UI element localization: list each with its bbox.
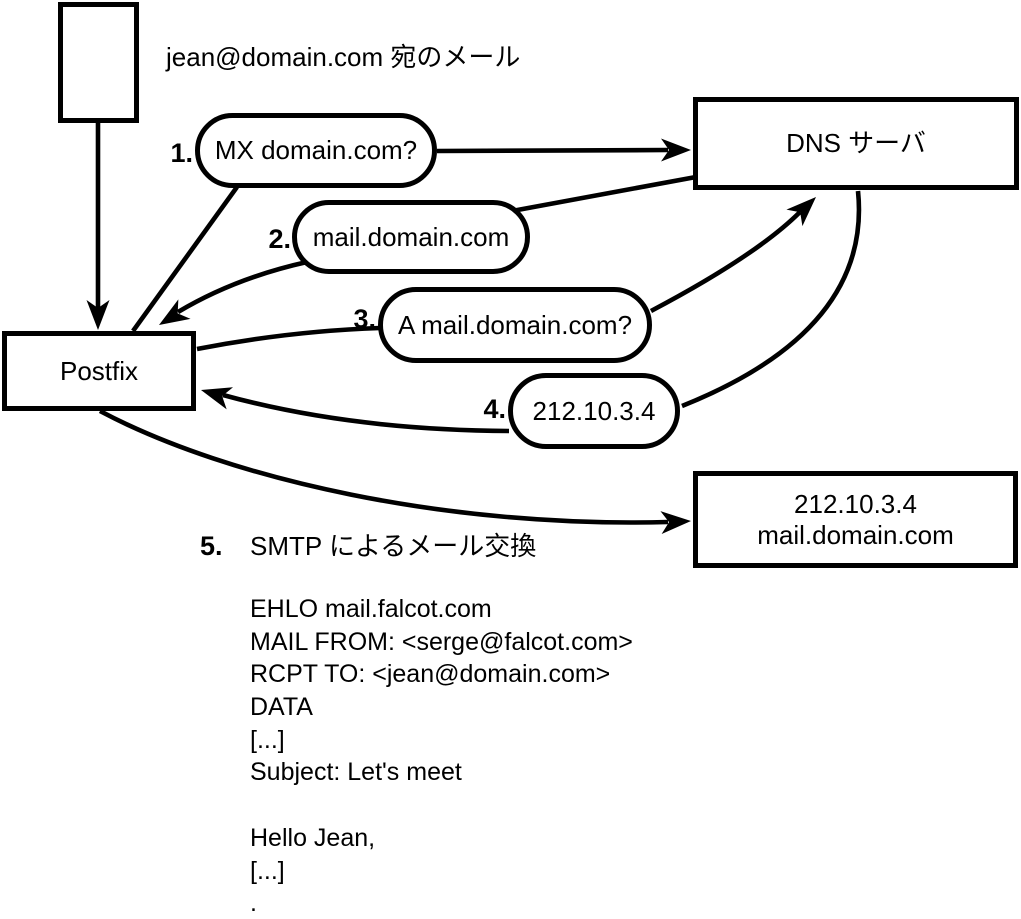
step3-query-pill: A mail.domain.com? [378,287,652,363]
arrow-step5-postfix-to-mailserver-line [98,408,669,525]
smtp-line: . [250,889,257,918]
smtp-line: [...] [250,856,285,885]
step1-query-pill: MX domain.com? [195,113,437,188]
smtp-line: Hello Jean, [250,823,376,852]
smtp-session-block: EHLO mail.falcot.com MAIL FROM: <serge@f… [250,593,633,919]
dns-server-label: DNS サーバ [786,128,926,158]
arrowhead-step3-into-dns [786,197,816,227]
arrowhead-into-postfix-top [86,300,110,330]
arrow-step4-pill-to-postfix-line [222,392,510,434]
message-title: jean@domain.com 宛のメール [166,42,521,72]
step5-number: 5. [200,531,223,561]
mail-server-hostname: mail.domain.com [757,519,954,550]
message-envelope-box [58,2,139,123]
step4-answer-pill: 212.10.3.4 [508,373,680,449]
smtp-line: RCPT TO: <jean@domain.com> [250,660,611,689]
arrow-step3-pill-to-dns-line [649,210,802,314]
arrowhead-into-dns-left [661,138,691,162]
arrow-step2-pill-to-postfix-line [176,259,308,314]
smtp-line [250,789,633,822]
step1-query-text: MX domain.com? [214,135,418,165]
postfix-node: Postfix [2,331,196,411]
arrowhead-step2-into-postfix [159,299,191,325]
arrow-step3-postfix-to-pill-line [196,325,381,352]
step4-number: 4. [483,394,506,424]
postfix-label: Postfix [59,355,139,386]
smtp-line: MAIL FROM: <serge@falcot.com> [250,627,633,656]
arrowhead-step5-into-mailserver [660,511,691,535]
mail-server-label: 212.10.3.4 mail.domain.com [757,489,954,551]
mail-server-node: 212.10.3.4 mail.domain.com [693,471,1018,568]
arrowhead-step4-into-postfix [201,387,234,410]
step5-label: SMTP によるメール交換 [250,531,537,561]
step2-answer-pill: mail.domain.com [292,200,530,274]
smtp-line: [...] [250,725,285,754]
arrow-step1-postfix-to-pill-line [131,185,239,333]
step3-number: 3. [353,304,376,334]
smtp-line: DATA [250,693,313,722]
arrow-step1-pill-to-dns-line [436,147,669,154]
arrow-step2-dns-to-pill-line [511,174,697,214]
mail-server-ip: 212.10.3.4 [794,488,917,519]
step1-number: 1. [170,138,193,168]
step4-answer-text: 212.10.3.4 [532,395,656,426]
step2-number: 2. [268,224,291,254]
smtp-line: EHLO mail.falcot.com [250,595,492,623]
step3-query-text: A mail.domain.com? [397,309,633,340]
step2-answer-text: mail.domain.com [312,221,510,252]
smtp-line: Subject: Let's meet [250,758,462,787]
dns-server-node: DNS サーバ [693,97,1019,190]
arrow-step4-dns-to-pill-line [681,190,862,409]
